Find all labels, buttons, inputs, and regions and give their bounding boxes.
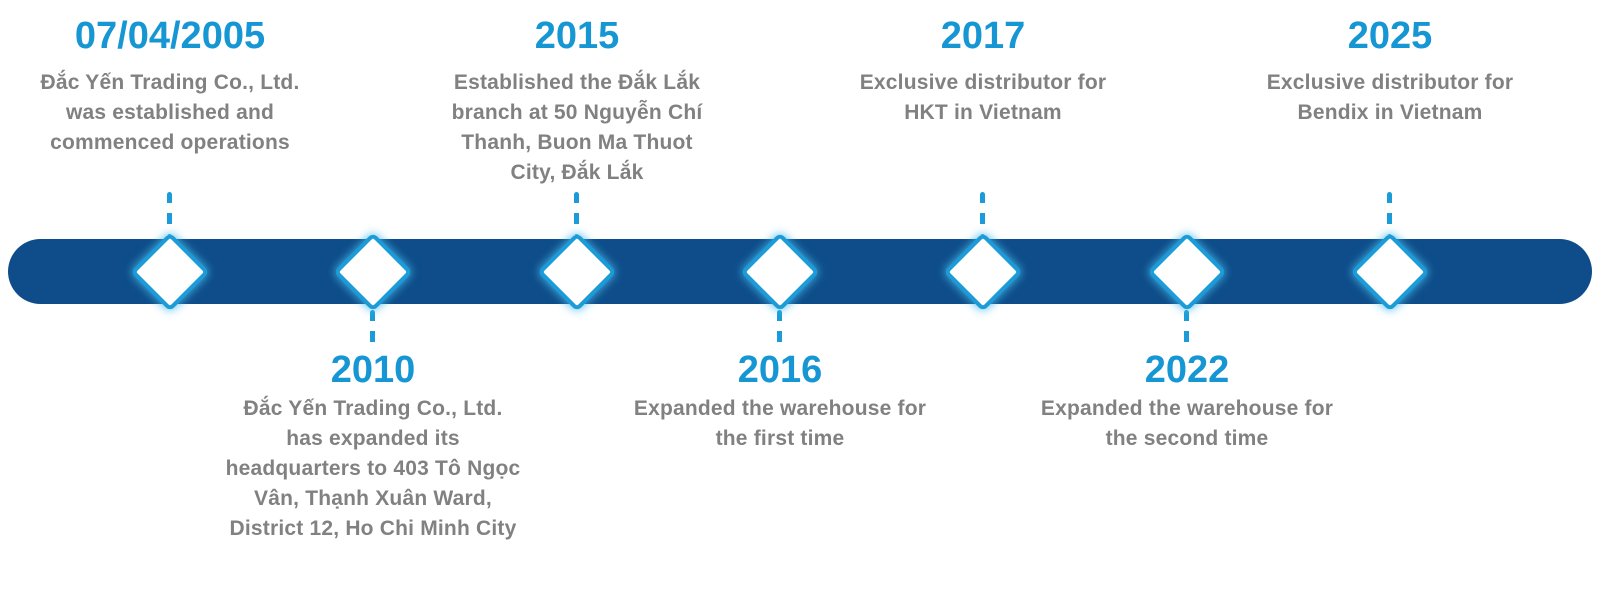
event-description: Expanded the warehouse for the second ti… [1040,397,1334,450]
connector-dash [980,192,985,235]
event-description: Established the Đắk Lắk branch at 50 Ngu… [451,71,703,184]
event-description: Expanded the warehouse for the first tim… [633,397,927,450]
year-label: 2010 [330,349,416,391]
connector-dash [370,310,375,346]
year-label: 07/04/2005 [74,15,266,57]
event-description: Exclusive distributor for HKT in Vietnam [859,71,1107,124]
year-label: 2015 [534,15,620,57]
year-label: 2017 [940,15,1026,57]
year-label: 2025 [1347,15,1433,57]
connector-dash [1184,310,1189,346]
event-description: Đắc Yến Trading Co., Ltd. has expanded i… [225,397,521,540]
connector-dash [1387,192,1392,235]
connector-dash [574,192,579,235]
event-description: Exclusive distributor for Bendix in Viet… [1266,71,1514,124]
connector-dash [777,310,782,346]
connector-dash [167,192,172,235]
year-label: 2016 [737,349,823,391]
year-label: 2022 [1144,349,1230,391]
event-description: Đắc Yến Trading Co., Ltd. was establishe… [40,71,300,154]
